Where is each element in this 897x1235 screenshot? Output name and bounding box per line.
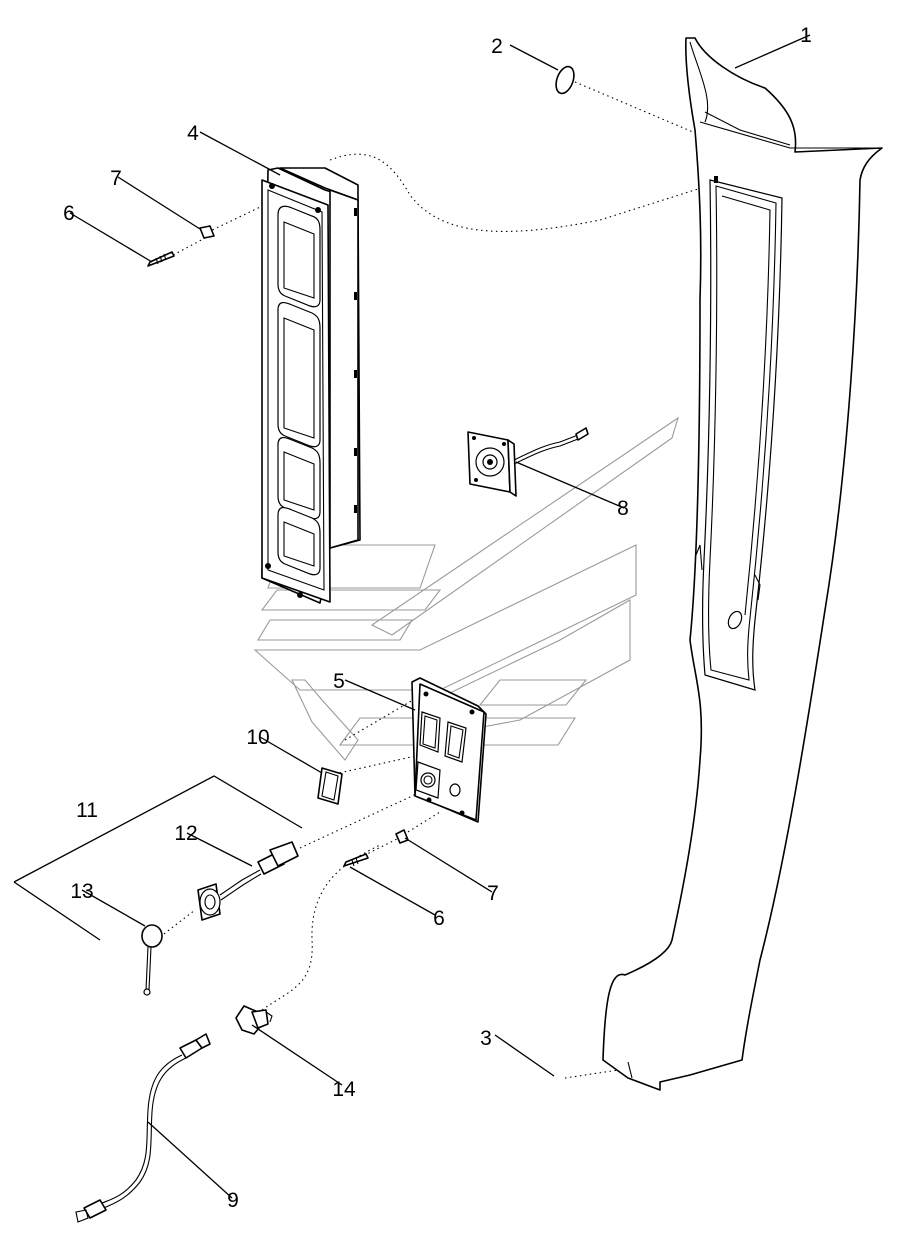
callout-9: 9 <box>227 1189 239 1212</box>
callout-4: 4 <box>187 122 199 145</box>
round-plug <box>555 65 575 95</box>
screw-lower <box>343 853 369 867</box>
callout-2: 2 <box>491 35 503 58</box>
callout-14: 14 <box>332 1078 356 1101</box>
switch-panel-tall <box>261 167 361 604</box>
callout-6-upper: 6 <box>63 202 75 225</box>
switch-frame <box>317 767 343 805</box>
clip-nut-upper <box>199 225 215 239</box>
speaker <box>467 427 589 497</box>
power-socket-assembly <box>197 841 299 921</box>
screw-upper <box>147 251 175 267</box>
switch-panel-small <box>411 677 487 823</box>
callout-6-lower: 6 <box>433 907 445 930</box>
leader-lines <box>69 34 811 1199</box>
callout-10: 10 <box>246 726 269 749</box>
callout-7-lower: 7 <box>487 882 499 905</box>
socket-cap <box>141 924 163 996</box>
kit-bracket-11 <box>13 775 303 941</box>
callout-8: 8 <box>617 497 629 520</box>
callout-13: 13 <box>70 880 93 903</box>
callout-5: 5 <box>333 670 345 693</box>
callout-12: 12 <box>174 822 197 845</box>
callout-11: 11 <box>76 799 98 822</box>
clip-nut-lower <box>395 829 409 844</box>
rotary-switch <box>235 1005 273 1035</box>
callout-7-upper: 7 <box>110 167 122 190</box>
callout-labels: 1 2 3 4 5 6 6 7 7 8 9 10 11 12 13 14 <box>63 24 812 1212</box>
cable-harness <box>75 1033 211 1223</box>
callout-3: 3 <box>480 1027 492 1050</box>
callout-1: 1 <box>800 24 812 47</box>
pillar-trim-panel <box>602 37 883 1091</box>
